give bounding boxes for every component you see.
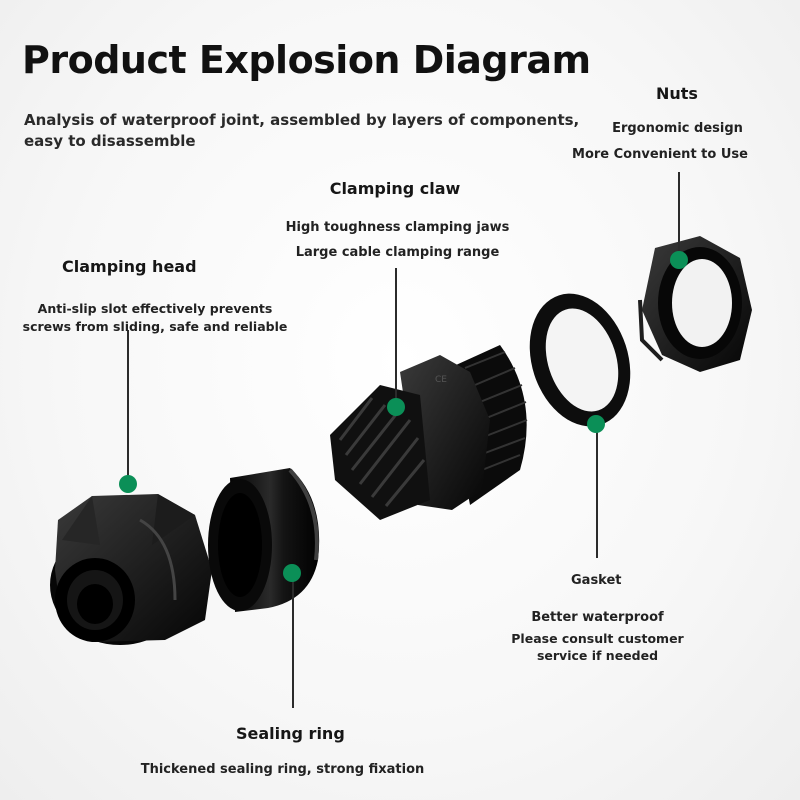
nuts-leader-line [678,172,680,260]
claw-feature-1: High toughness clamping jaws [285,220,510,235]
nuts-label: Nuts [656,84,698,103]
claw-marker-dot [387,398,405,416]
gasket-part [529,293,631,427]
page-subtitle: Analysis of waterproof joint, assembled … [24,111,580,150]
nuts-feature-1: Ergonomic design [612,121,743,136]
gasket-marker-dot [587,415,605,433]
seal-marker-dot [283,564,301,582]
claw-feature-2: Large cable clamping range [295,245,500,260]
nut-part [638,236,752,372]
claw-leader-line [395,268,397,400]
seal-leader-line [292,578,294,708]
seal-feature-1: Thickened sealing ring, strong fixation [140,762,425,777]
claw-label: Clamping claw [329,179,461,198]
clamping-claw-part: CE [330,345,528,520]
gasket-leader-line [596,425,598,558]
head-label: Clamping head [62,257,197,276]
head-leader-line [127,330,129,485]
page-title: Product Explosion Diagram [22,38,591,82]
head-feature-2: screws from sliding, safe and reliable [22,319,288,334]
seal-label: Sealing ring [236,724,345,743]
nuts-feature-2: More Convenient to Use [572,147,748,162]
nuts-marker-dot [670,251,688,269]
gasket-feature-2: Please consult customer service if neede… [511,631,684,663]
head-feature-1: Anti-slip slot effectively prevents [37,301,273,316]
gasket-feature-1: Better waterproof [531,610,664,625]
svg-text:CE: CE [435,375,447,385]
clamping-head-part [50,494,212,645]
gasket-label: Gasket [571,573,622,588]
sealing-ring-part [208,468,320,612]
head-marker-dot [119,475,137,493]
